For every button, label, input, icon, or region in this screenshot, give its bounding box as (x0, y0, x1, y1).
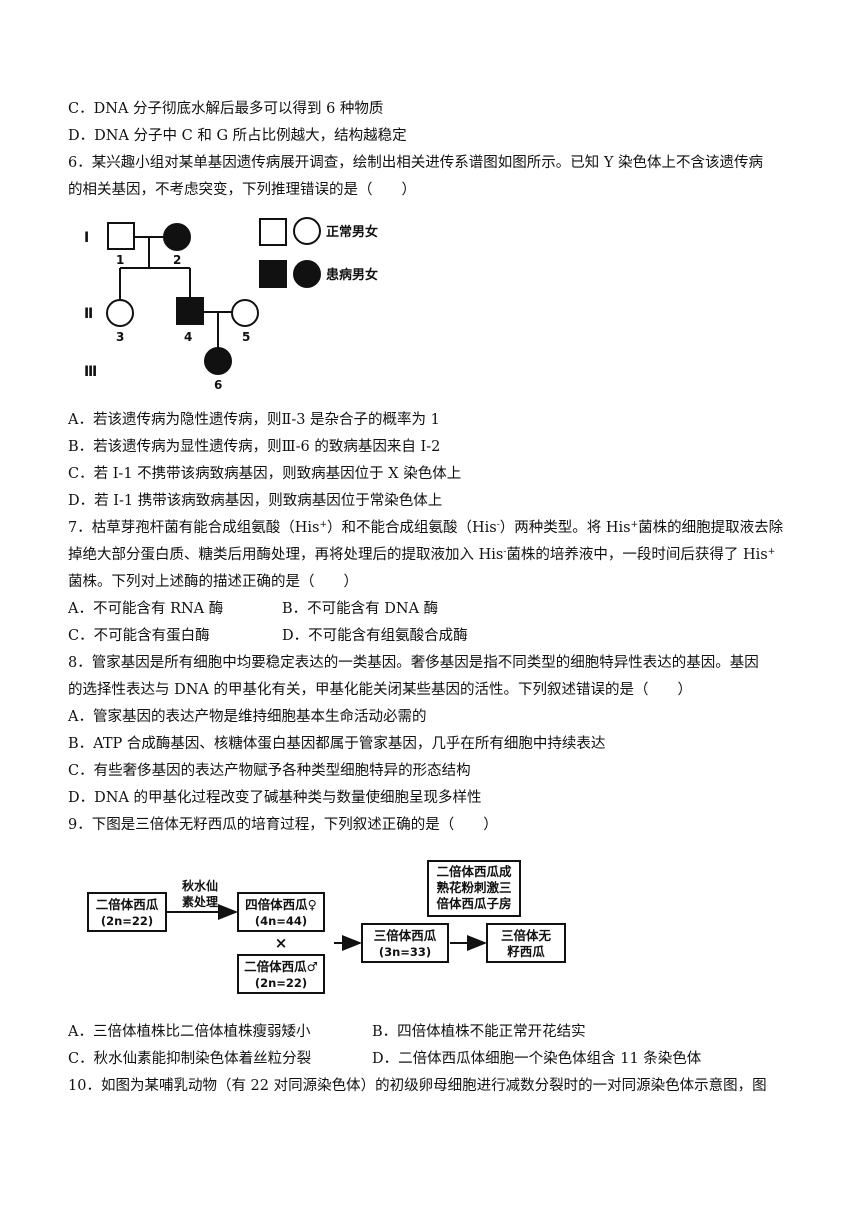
q8-option-b: B．ATP 合成酶基因、核糖体蛋白基因都属于管家基因，几乎在所有细胞中持续表达 (68, 736, 606, 752)
individual-number-5: 5 (242, 330, 250, 344)
individual-number-3: 3 (116, 330, 124, 344)
q6-option-d: D．若 I-1 携带该病致病基因，则致病基因位于常染色体上 (68, 493, 443, 509)
pedigree-i1-normal-male (107, 222, 135, 250)
svg-text:×: × (275, 934, 288, 952)
q5-option-d: D．DNA 分子中 C 和 G 所占比例越大，结构越稳定 (68, 128, 407, 144)
q7-option-b: B．不可能含有 DNA 酶 (282, 601, 439, 617)
q9-option-a: A．三倍体植株比二倍体植株瘦弱矮小 (68, 1024, 311, 1040)
q9-stem: 9．下图是三倍体无籽西瓜的培育过程，下列叙述正确的是（ ） (68, 817, 498, 833)
q8-stem-line1: 8．管家基因是所有细胞中均要稳定表达的一类基因。奢侈基因是指不同类型的细胞特异性… (68, 655, 759, 671)
svg-text:二倍体西瓜: 二倍体西瓜 (96, 897, 159, 912)
q10-stem-line1: 10．如图为某哺乳动物（有 22 对同源染色体）的初级卵母细胞进行减数分裂时的一… (68, 1078, 767, 1094)
q7-option-a: A．不可能含有 RNA 酶 (68, 601, 224, 617)
q8-option-c: C．有些奢侈基因的表达产物赋予各种类型细胞特异的形态结构 (68, 763, 471, 779)
pedigree-ii5-normal-female (231, 299, 259, 327)
q6-option-a: A．若该遗传病为隐性遗传病，则Ⅱ-3 是杂合子的概率为 1 (68, 412, 440, 428)
svg-text:熟花粉刺激三: 熟花粉刺激三 (436, 880, 511, 895)
box-diploid-watermelon (87, 892, 167, 932)
q9-option-b: B．四倍体植株不能正常开花结实 (372, 1024, 586, 1040)
legend-affected-male-icon (259, 260, 287, 288)
legend-normal-label: 正常男女 (326, 224, 378, 240)
q7-stem-line3: 菌株。下列对上述酶的描述正确的是（ ） (68, 574, 358, 590)
q6-stem-line2: 的相关基因，不考虑突变，下列推理错误的是（ ） (68, 182, 416, 198)
q8-stem-line2: 的选择性表达与 DNA 的甲基化有关，甲基化能关闭某些基因的活性。下列叙述错误的… (68, 682, 692, 698)
pedigree-iii6-affected-female (204, 347, 232, 375)
legend-normal-female-icon (293, 217, 321, 245)
gen-label-i: I (84, 230, 89, 246)
q9-option-d: D．二倍体西瓜体细胞一个染色体组含 11 条染色体 (372, 1051, 702, 1067)
svg-text:素处理: 素处理 (182, 894, 218, 909)
svg-text:(2n=22): (2n=22) (101, 914, 153, 928)
q9-option-c: C．秋水仙素能抑制染色体着丝粒分裂 (68, 1051, 312, 1067)
gen-label-iii: Ⅲ (84, 364, 97, 380)
legend-affected-female-icon (293, 260, 321, 288)
box-tetraploid-female (237, 892, 325, 932)
individual-number-1: 1 (116, 253, 124, 267)
svg-text:秋水仙: 秋水仙 (182, 878, 218, 893)
svg-text:(4n=44): (4n=44) (255, 914, 307, 928)
q6-option-c: C．若 I-1 不携带该病致病基因，则致病基因位于 X 染色体上 (68, 466, 462, 482)
q5-option-c: C．DNA 分子彻底水解后最多可以得到 6 种物质 (68, 101, 384, 117)
q8-option-d: D．DNA 的甲基化过程改变了碱基种类与数量使细胞呈现多样性 (68, 790, 482, 806)
gen-label-ii: Ⅱ (84, 306, 93, 322)
q8-option-a: A．管家基因的表达产物是维持细胞基本生命活动必需的 (68, 709, 427, 725)
svg-text:二倍体西瓜成: 二倍体西瓜成 (436, 864, 512, 879)
svg-text:倍体西瓜子房: 倍体西瓜子房 (436, 896, 511, 911)
q7-stem-line2: 掉绝大部分蛋白质、糖类后用酶处理，再将处理后的提取液加入 His-菌株的培养液中… (68, 547, 776, 563)
box-triploid-watermelon (361, 923, 449, 963)
svg-text:三倍体无: 三倍体无 (501, 928, 552, 943)
svg-text:四倍体西瓜♀: 四倍体西瓜♀ (245, 897, 317, 912)
pedigree-i2-affected-female (163, 223, 191, 251)
pedigree-ii4-affected-male (176, 297, 204, 325)
legend-normal-male-icon (259, 218, 287, 246)
svg-text:(3n=33): (3n=33) (379, 945, 431, 959)
svg-text:籽西瓜: 籽西瓜 (507, 944, 545, 959)
individual-number-4: 4 (184, 330, 192, 344)
individual-number-6: 6 (214, 378, 222, 392)
q6-option-b: B．若该遗传病为显性遗传病，则Ⅲ-6 的致病基因来自 I-2 (68, 439, 441, 455)
svg-text:三倍体西瓜: 三倍体西瓜 (374, 928, 437, 943)
box-pollen-stimulation (427, 860, 521, 917)
svg-text:(2n=22): (2n=22) (255, 976, 307, 990)
q7-stem-line1: 7．枯草芽孢杆菌有能合成组氨酸（His+）和不能合成组氨酸（His-）两种类型。… (68, 520, 784, 536)
svg-text:二倍体西瓜♂: 二倍体西瓜♂ (244, 959, 318, 974)
q6-stem-line1: 6．某兴趣小组对某单基因遗传病展开调查，绘制出相关进传系谱图如图所示。已知 Y … (68, 155, 764, 171)
q7-option-d: D．不可能含有组氨酸合成酶 (282, 628, 468, 644)
individual-number-2: 2 (173, 253, 181, 267)
box-diploid-male (237, 954, 325, 994)
q7-option-c: C．不可能含有蛋白酶 (68, 628, 210, 644)
pedigree-ii3-normal-female (106, 299, 134, 327)
legend-affected-label: 患病男女 (326, 267, 378, 283)
box-seedless-triploid (486, 923, 566, 963)
